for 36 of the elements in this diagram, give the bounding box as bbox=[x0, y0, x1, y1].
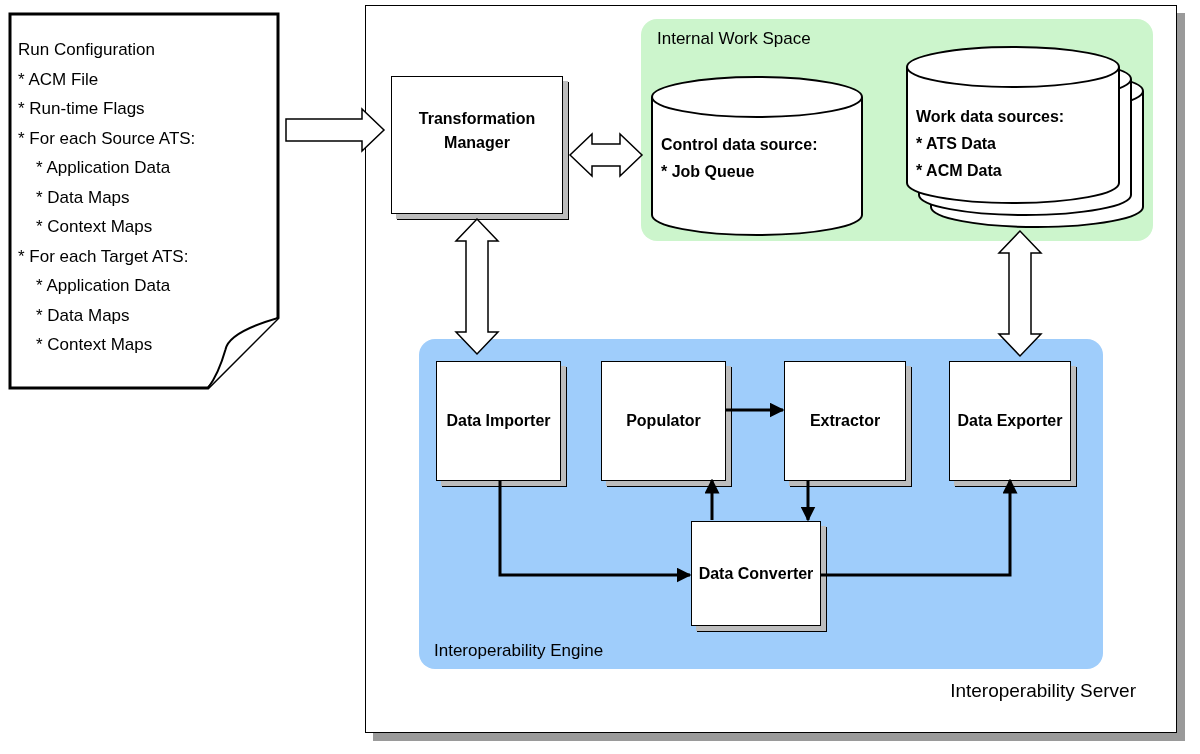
engine-area bbox=[419, 339, 1103, 669]
list-item: * Context Maps bbox=[36, 335, 153, 355]
document-title: Run Configuration bbox=[18, 40, 156, 60]
arrow bbox=[800, 480, 816, 522]
list-item: * Data Maps bbox=[36, 187, 130, 208]
database-title: Control data source: bbox=[661, 136, 818, 154]
box-label: Data Importer bbox=[445, 411, 552, 431]
list-item: * ATS Data bbox=[916, 135, 996, 153]
arrow bbox=[498, 480, 692, 583]
area-title: Internal Work Space bbox=[657, 29, 811, 49]
block-arrow bbox=[997, 229, 1043, 358]
box-label: Extractor bbox=[808, 411, 882, 431]
list-item: * For each Source ATS: bbox=[18, 128, 196, 149]
list-item: * ACM File bbox=[18, 69, 99, 90]
arrow bbox=[704, 478, 720, 520]
list-item: * Application Data bbox=[36, 158, 171, 178]
list-item: * Data Maps bbox=[36, 305, 130, 326]
list-item: * Application Data bbox=[36, 276, 171, 296]
list-item: * ACM Data bbox=[916, 162, 1002, 180]
list-item: * Run-time Flags bbox=[18, 99, 145, 119]
panel-title: Interoperability Server bbox=[950, 680, 1136, 702]
list-item: * Context Maps bbox=[36, 217, 153, 237]
box-label: Transformation Manager bbox=[417, 109, 537, 153]
block-arrow bbox=[568, 132, 644, 178]
box-label: Populator bbox=[625, 411, 702, 431]
list-item: * Job Queue bbox=[661, 163, 755, 181]
database-title: Work data sources: bbox=[916, 108, 1065, 126]
box-label: Data Converter bbox=[697, 563, 815, 584]
block-arrow bbox=[285, 107, 386, 153]
arrow bbox=[725, 402, 785, 418]
block-arrow bbox=[454, 217, 500, 356]
work-space-area bbox=[641, 19, 1153, 241]
arrow bbox=[820, 478, 1018, 577]
area-title: Interoperability Engine bbox=[434, 641, 604, 661]
list-item: * For each Target ATS: bbox=[18, 246, 189, 267]
box-label: Data Exporter bbox=[956, 411, 1064, 431]
